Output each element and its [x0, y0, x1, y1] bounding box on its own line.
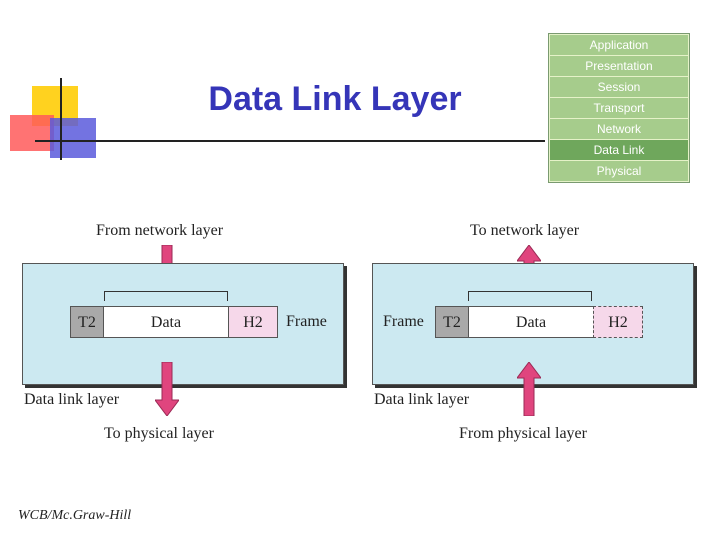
receiver-bracket	[468, 291, 592, 301]
logo-red-square	[10, 115, 54, 151]
receiver-bottom-label: From physical layer	[459, 425, 587, 442]
sender-trailer-cell: T2	[70, 306, 104, 338]
receiver-box-label: Data link layer	[374, 391, 470, 408]
receiver-trailer-cell: T2	[435, 306, 469, 338]
receiver-header-cell: H2	[593, 306, 643, 338]
sender-header-cell: H2	[228, 306, 278, 338]
sender-down-arrow-out-icon	[155, 362, 179, 416]
osi-layer-physical: Physical	[550, 161, 688, 181]
page-title: Data Link Layer	[208, 80, 462, 118]
receiver-top-label: To network layer	[470, 222, 580, 239]
sender-data-cell: Data	[103, 306, 229, 338]
osi-stack: Application Presentation Session Transpo…	[548, 33, 690, 183]
logo-blue-square	[50, 118, 96, 158]
osi-layer-data-link: Data Link	[550, 140, 688, 160]
sender-frame-label: Frame	[286, 313, 327, 330]
receiver-frame-label: Frame	[383, 313, 424, 330]
receiver-up-arrow-in-icon	[517, 362, 541, 416]
sender-top-label: From network layer	[96, 222, 224, 239]
osi-layer-presentation: Presentation	[550, 56, 688, 76]
footer-credit: WCB/Mc.Graw-Hill	[18, 508, 132, 523]
title-underline	[35, 140, 545, 142]
logo-vertical-line	[60, 78, 62, 160]
receiver-data-cell: Data	[468, 306, 594, 338]
osi-layer-application: Application	[550, 35, 688, 55]
sender-bottom-label: To physical layer	[104, 425, 214, 442]
osi-layer-session: Session	[550, 77, 688, 97]
osi-layer-transport: Transport	[550, 98, 688, 118]
sender-box-label: Data link layer	[24, 391, 120, 408]
osi-layer-network: Network	[550, 119, 688, 139]
sender-bracket	[104, 291, 228, 301]
